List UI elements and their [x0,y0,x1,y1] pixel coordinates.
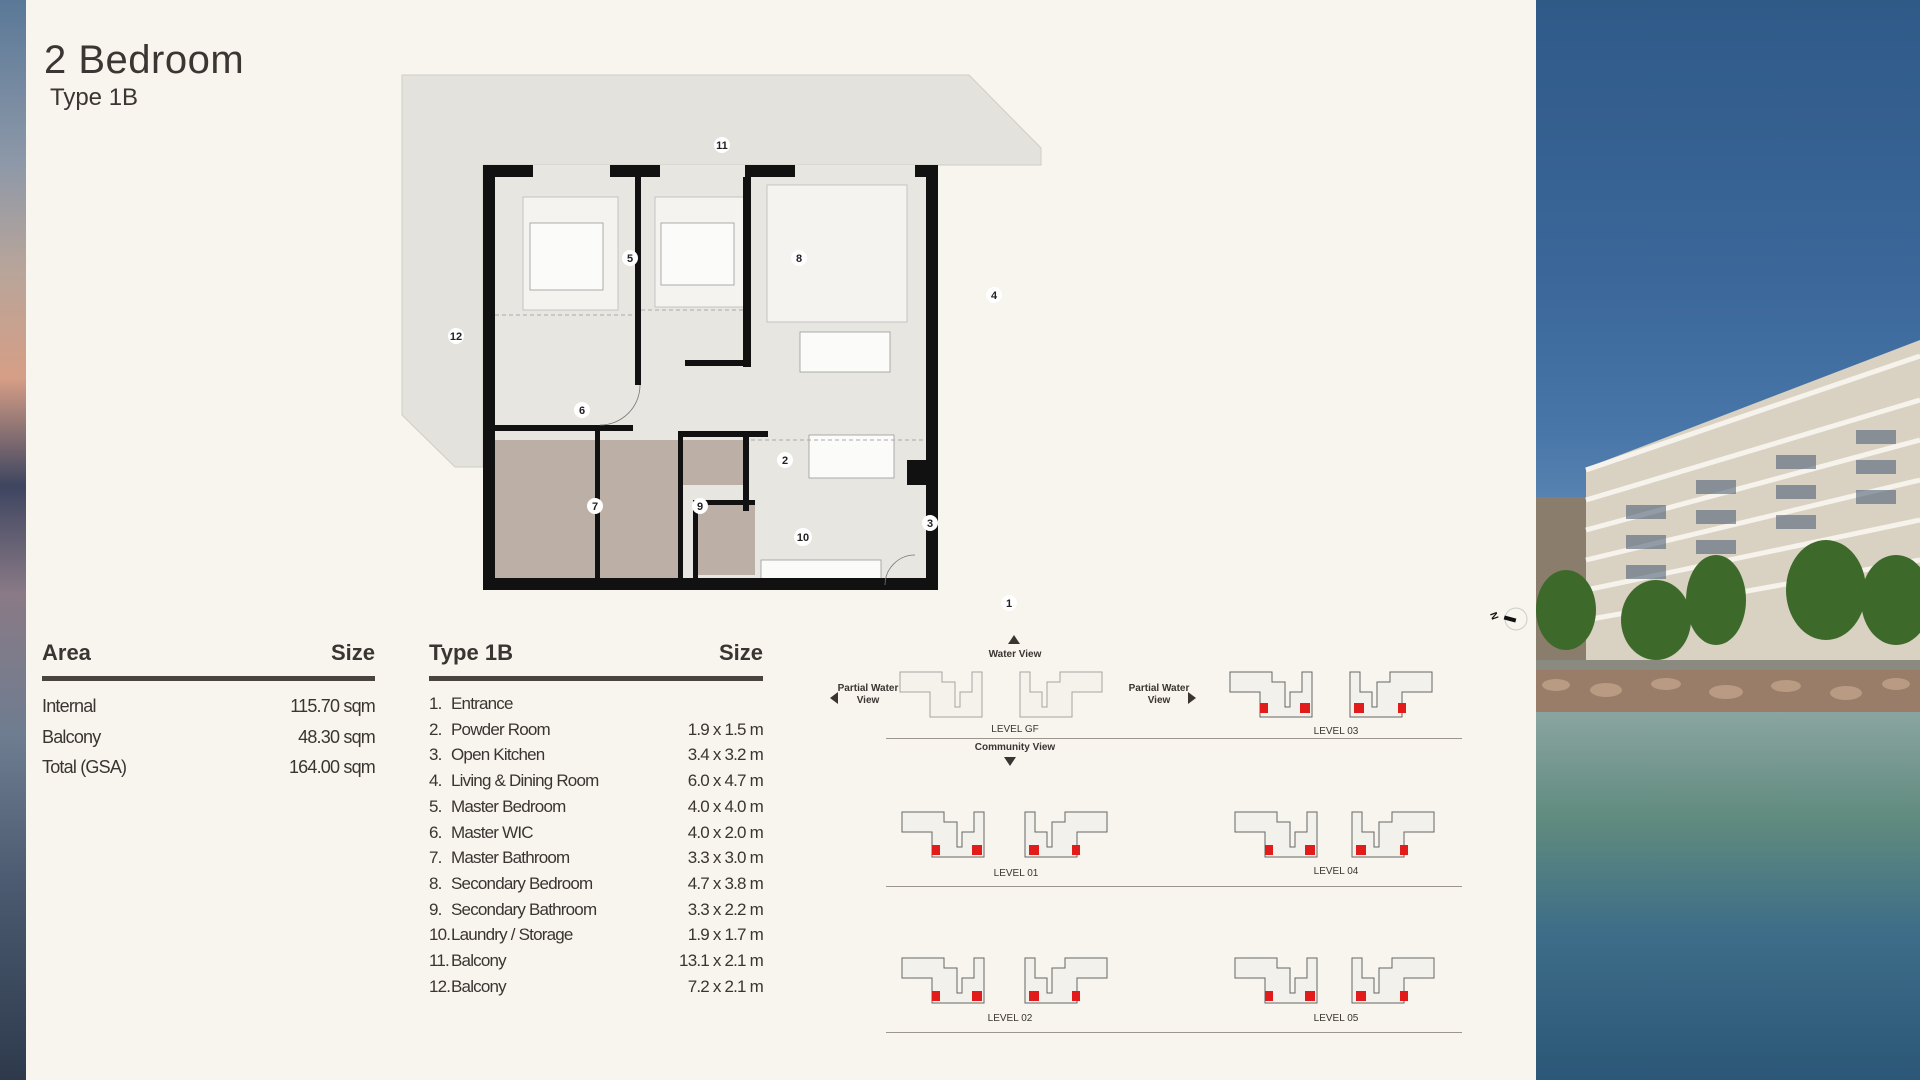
area-table-header: Area Size [42,640,375,681]
room-label-7: 7 [587,498,603,514]
room-label-6: 6 [574,402,590,418]
size-column-header: Size [718,640,763,665]
svg-text:1: 1 [1006,598,1012,610]
room-label-3: 3 [922,515,938,531]
level-gf-label: LEVEL GF [991,724,1039,735]
page-title: 2 Bedroom [44,38,245,82]
left-arrow-icon [830,692,838,704]
room-row: 1.Entrance [429,694,513,713]
svg-text:5: 5 [627,253,633,265]
divider [886,1032,1462,1033]
type-column-header: Type 1B [429,640,513,665]
key-plan-buildings [899,671,1435,1004]
divider [886,886,1462,887]
water-view-label: Water View [988,649,1042,660]
svg-text:11: 11 [716,140,728,152]
floor-plan: 11 12 5 8 4 6 7 9 2 10 3 1 [401,74,1042,611]
room-label-1: 1 [1001,595,1017,611]
community-view-arrow-icon [1004,757,1016,766]
area-column-header: Area [42,640,91,665]
room-label-2: 2 [777,452,793,468]
community-view-label: Community View [974,742,1056,753]
level-02-plan [901,957,1108,1004]
left-background-photo-strip [0,0,26,1080]
level-05-plan [1234,957,1435,1004]
room-label-8: 8 [791,250,807,266]
svg-text:8: 8 [796,253,802,265]
svg-text:3: 3 [927,518,933,530]
svg-text:12: 12 [450,331,462,343]
level-05-label: LEVEL 05 [1313,1013,1359,1024]
level-01-label: LEVEL 01 [993,868,1039,879]
master-bathroom [485,440,595,585]
svg-text:9: 9 [697,501,703,513]
svg-text:7: 7 [592,501,598,513]
room-table-header: Type 1B Size [429,640,763,681]
north-compass-icon: N [1490,607,1528,631]
room-label-11: 11 [714,137,730,153]
svg-text:N: N [1490,611,1500,622]
svg-text:10: 10 [797,532,809,544]
right-arrow-icon [1188,692,1196,704]
area-row: Total (GSA)164.00 sqm [42,757,376,777]
level-02-label: LEVEL 02 [987,1013,1033,1024]
level-04-plan [1234,811,1435,858]
secondary-bathroom [600,440,678,585]
svg-text:2: 2 [782,455,788,467]
page-subtitle: Type 1B [50,84,139,111]
svg-text:4: 4 [991,290,998,302]
svg-text:6: 6 [579,405,585,417]
room-label-9: 9 [692,498,708,514]
room-label-5: 5 [622,250,638,266]
laundry [693,505,755,575]
level-03-label: LEVEL 03 [1313,726,1359,737]
room-label-12: 12 [448,328,464,344]
divider [886,738,1462,739]
level-03-plan [1229,671,1433,718]
level-04-label: LEVEL 04 [1313,866,1359,877]
level-01-plan [901,811,1108,858]
building-render-photo [1536,0,1920,1080]
room-label-4: 4 [986,287,1002,303]
room-label-10: 10 [794,528,812,546]
water-view-arrow-icon [1008,635,1020,644]
powder-room [678,440,743,485]
walls [483,165,938,590]
size-column-header: Size [330,640,375,665]
